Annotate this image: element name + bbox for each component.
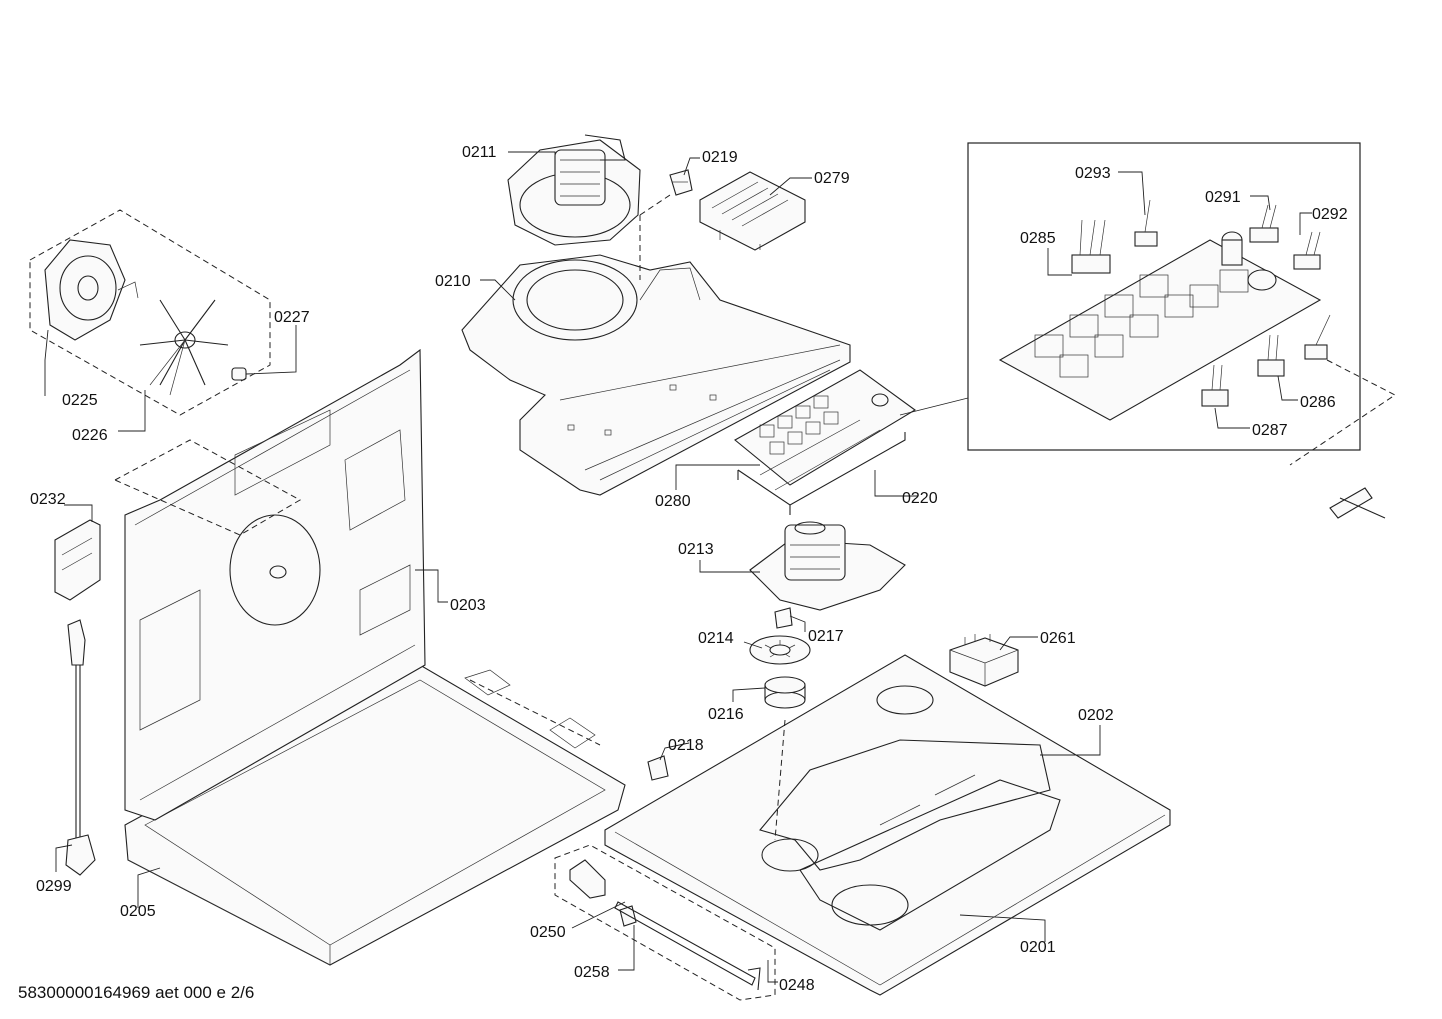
label-0285: 0285 <box>1020 230 1056 247</box>
label-0203: 0203 <box>450 597 486 614</box>
label-0217: 0217 <box>808 628 844 645</box>
label-0280: 0280 <box>655 493 691 510</box>
label-0211: 0211 <box>462 144 497 161</box>
label-0232: 0232 <box>30 491 66 508</box>
label-0287: 0287 <box>1252 422 1288 439</box>
part-0227-nut <box>231 367 247 381</box>
drawing-reference-footer: 58300000164969 aet 000 e 2/6 <box>18 983 254 1002</box>
part-0219-clip <box>669 169 693 196</box>
label-0218: 0218 <box>668 737 704 754</box>
label-0279: 0279 <box>814 170 850 187</box>
label-0261: 0261 <box>1040 630 1076 647</box>
inset-connector-0291 <box>1249 204 1279 243</box>
part-0216-ring <box>764 676 806 709</box>
part-0225-motor <box>44 239 139 341</box>
part-0299-power-cord <box>65 619 96 876</box>
label-0250: 0250 <box>530 924 566 941</box>
label-0286: 0286 <box>1300 394 1336 411</box>
part-0217-clip <box>774 607 793 629</box>
label-0213: 0213 <box>678 541 714 558</box>
label-0226: 0226 <box>72 427 108 444</box>
part-labels: 0211 0219 0279 0210 0280 0220 0213 0217 … <box>30 144 1348 994</box>
label-0299: 0299 <box>36 878 72 895</box>
part-0218-clip <box>647 755 669 781</box>
inset-connector-0292 <box>1293 231 1321 270</box>
inset-connector-0293 <box>1134 199 1158 247</box>
part-0211-fan-motor <box>507 134 641 246</box>
part-0258-clip <box>619 905 637 927</box>
inset-leader <box>899 397 969 416</box>
part-0210-air-duct <box>461 254 851 496</box>
part-0202-base-plate <box>604 654 1171 996</box>
part-0279-connector-housing <box>699 171 806 251</box>
label-0210: 0210 <box>435 273 471 290</box>
inset-frame <box>967 142 1361 451</box>
part-0203-back-panel <box>124 348 426 821</box>
sensor-probe <box>1289 314 1396 519</box>
leader-lines <box>44 151 1312 983</box>
label-0201: 0201 <box>1020 939 1056 956</box>
inset-pcb-detail <box>998 231 1322 421</box>
part-0226-fan-wheel <box>139 299 229 396</box>
label-0202: 0202 <box>1078 707 1114 724</box>
assembly-lines <box>29 194 786 1001</box>
part-0250-bracket <box>569 859 606 899</box>
inset-connector-0285 <box>1071 219 1111 274</box>
label-0227: 0227 <box>274 309 310 326</box>
part-0232-socket <box>54 519 101 601</box>
label-0258: 0258 <box>574 964 610 981</box>
label-0292: 0292 <box>1312 206 1348 223</box>
part-0220-board-frame <box>737 419 906 515</box>
part-0280-control-board <box>734 369 916 486</box>
inset-connector-0286 <box>1257 334 1285 377</box>
label-0205: 0205 <box>120 903 156 920</box>
inset-connector-0287 <box>1201 364 1229 407</box>
part-0261-module <box>949 634 1019 687</box>
label-0214: 0214 <box>698 630 734 647</box>
label-0219: 0219 <box>702 149 738 166</box>
label-0216: 0216 <box>708 706 744 723</box>
label-0293: 0293 <box>1075 165 1111 182</box>
part-0213-fan-motor <box>749 521 906 611</box>
label-0291: 0291 <box>1205 189 1241 206</box>
label-0220: 0220 <box>902 490 938 507</box>
label-0248: 0248 <box>779 977 815 994</box>
part-0214-seal <box>749 635 811 665</box>
label-0225: 0225 <box>62 392 98 409</box>
